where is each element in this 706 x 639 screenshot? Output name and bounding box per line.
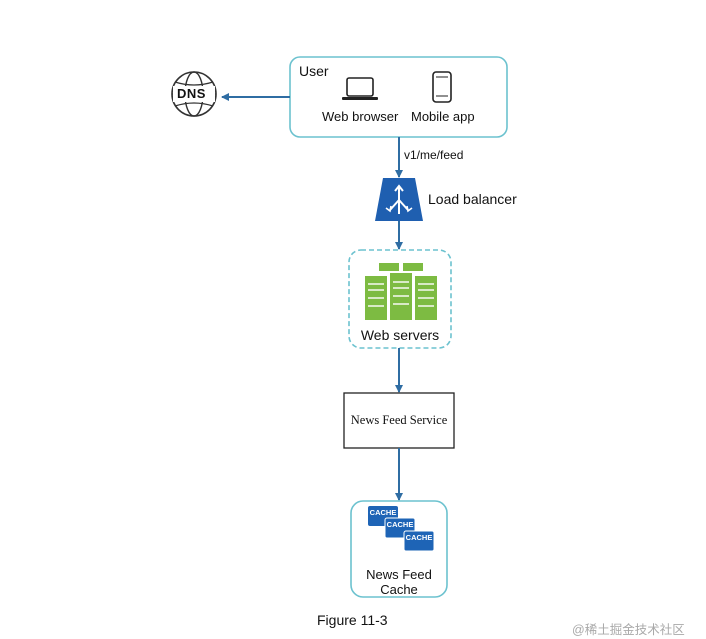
load-balancer-label: Load balancer	[428, 191, 517, 207]
news-feed-service-box	[343, 392, 455, 449]
server-rack-icon	[365, 263, 437, 320]
watermark: @稀土掘金技术社区	[572, 623, 685, 637]
cache-badge-3: CACHE	[406, 533, 433, 542]
cache-chip-3	[403, 530, 435, 552]
user-box-title: User	[299, 63, 329, 79]
news-feed-cache-label: News Feed Cache	[351, 567, 447, 597]
cache-badge-2: CACHE	[387, 520, 414, 529]
news-feed-cache-label-line1: News Feed	[366, 567, 432, 582]
figure-caption: Figure 11-3	[317, 612, 388, 628]
cache-badge-1: CACHE	[370, 508, 397, 517]
dns-label: DNS	[177, 86, 206, 101]
cache-stack-icon: CACHE CACHE CACHE	[368, 506, 435, 552]
mobile-app-label: Mobile app	[411, 109, 475, 124]
dns-globe-icon	[171, 71, 217, 117]
web-servers-label: Web servers	[360, 327, 440, 343]
web-browser-label: Web browser	[322, 109, 399, 124]
laptop-icon	[342, 77, 378, 100]
news-feed-cache-label-line2: Cache	[380, 582, 418, 597]
mobile-phone-icon	[432, 71, 452, 103]
api-endpoint-label: v1/me/feed	[404, 148, 464, 162]
load-balancer-icon	[375, 178, 423, 221]
news-feed-service-label: News Feed Service	[350, 413, 448, 427]
